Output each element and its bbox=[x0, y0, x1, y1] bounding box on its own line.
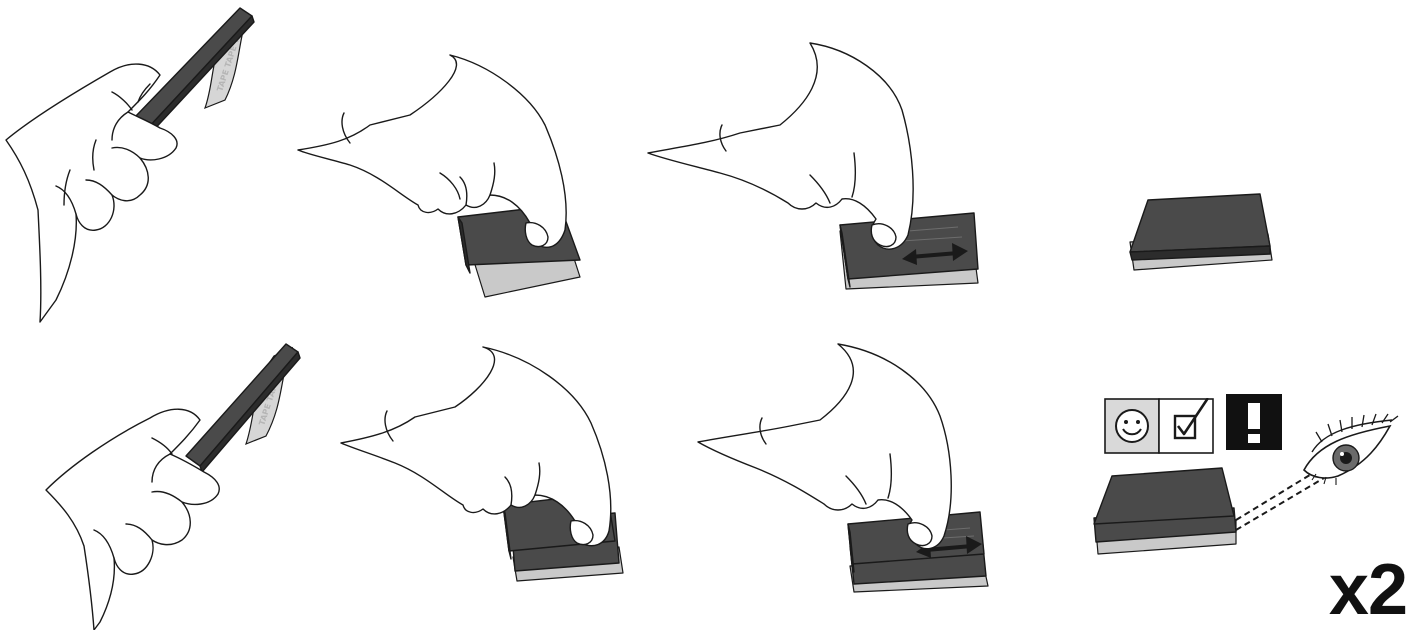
step-2-remove-liner bbox=[290, 55, 590, 305]
foam-pad-edge bbox=[200, 352, 300, 472]
sight-line bbox=[1236, 470, 1318, 520]
step-6-stack-pads bbox=[335, 345, 635, 595]
hand bbox=[648, 43, 913, 249]
step-3-press-pad bbox=[640, 35, 1000, 295]
foam-pad bbox=[186, 344, 298, 466]
hand bbox=[46, 409, 219, 630]
step-1-peel-tape: TAPE TAPE TAPE bbox=[0, 0, 270, 330]
foam-pad-edge bbox=[148, 16, 254, 134]
eye-icon bbox=[1304, 414, 1398, 485]
step-8-inspect-pad bbox=[1090, 420, 1410, 560]
step-4-finished-pad bbox=[1120, 190, 1280, 280]
sight-line bbox=[1236, 478, 1324, 530]
foam-pad-top bbox=[1094, 468, 1234, 524]
step-5-peel-tape: TAPE TAPE TAPE bbox=[40, 340, 310, 630]
hand bbox=[698, 344, 951, 549]
step-7-press-stack bbox=[690, 340, 1020, 600]
foam-pad bbox=[1130, 194, 1270, 252]
quantity-multiplier: x2 bbox=[1329, 554, 1407, 626]
